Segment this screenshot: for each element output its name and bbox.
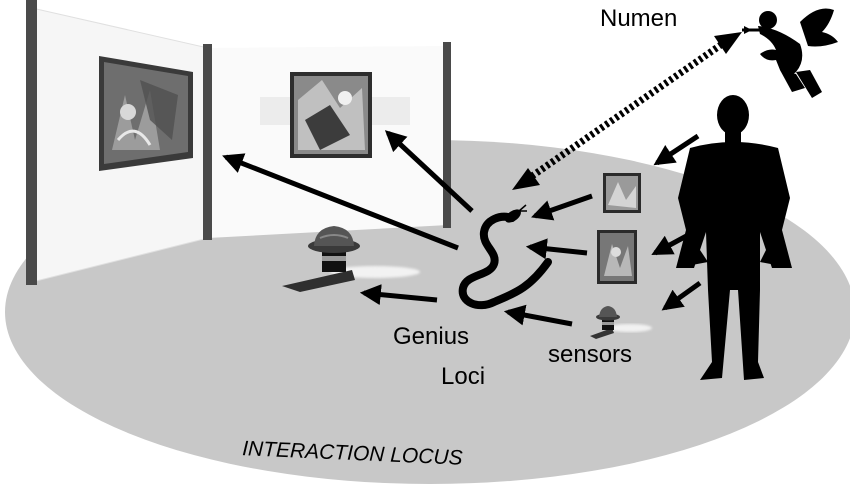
genius-label-line1: Genius <box>393 323 469 350</box>
wall-pillars <box>26 0 451 285</box>
genius-to-effector-arrows <box>222 130 474 306</box>
numen-arrowhead-top <box>714 32 742 54</box>
painting-left-wall <box>99 56 193 171</box>
numen-label: Numen <box>600 5 677 32</box>
human-silhouette-icon <box>676 95 792 380</box>
sensors-label: sensors <box>548 341 632 368</box>
painting-back-wall <box>260 72 410 158</box>
sensor-image-middle <box>597 230 637 284</box>
numen-arrowhead-bottom <box>512 168 540 190</box>
sensor-image-top <box>603 173 641 213</box>
snake-icon <box>458 204 552 310</box>
sensor-to-genius-arrows <box>503 193 593 327</box>
cupid-icon <box>742 8 838 98</box>
genius-label-line2: Loci <box>441 363 485 390</box>
hat-sensor-small <box>590 306 652 339</box>
visitor-to-sensor-arrows <box>651 133 702 311</box>
hat-sensor-large <box>282 226 420 292</box>
